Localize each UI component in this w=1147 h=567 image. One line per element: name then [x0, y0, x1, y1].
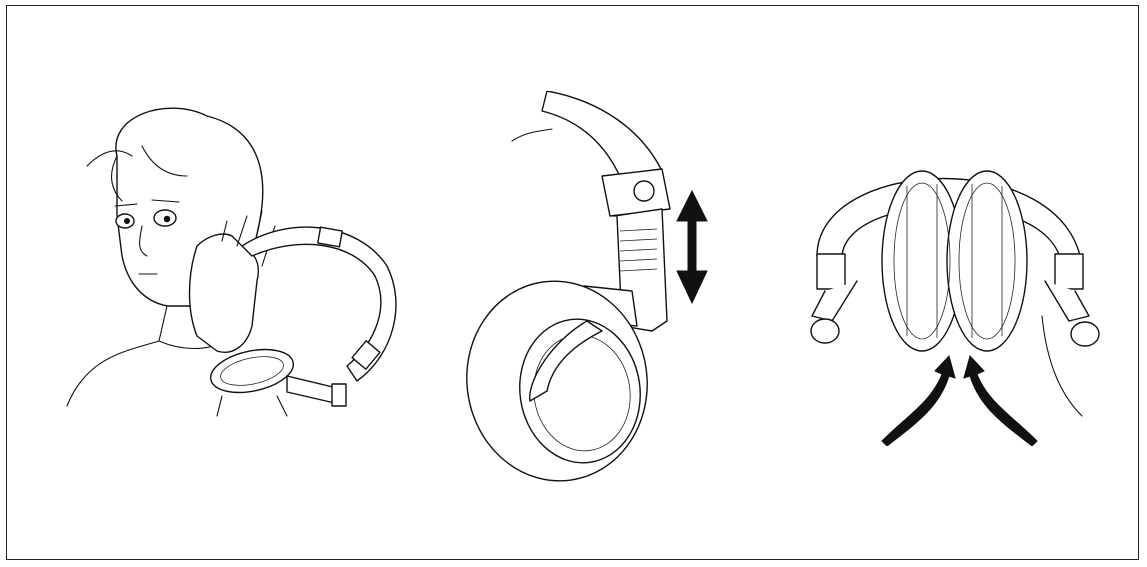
wearing-illustration	[47, 96, 417, 436]
figure-frame	[6, 5, 1139, 560]
adjust-illustration	[452, 91, 742, 491]
fold-illustration	[797, 116, 1137, 446]
headphones-folded-icon	[797, 116, 1137, 446]
headband-adjust-icon	[452, 91, 742, 491]
person-wearing-headphones-icon	[47, 96, 417, 436]
